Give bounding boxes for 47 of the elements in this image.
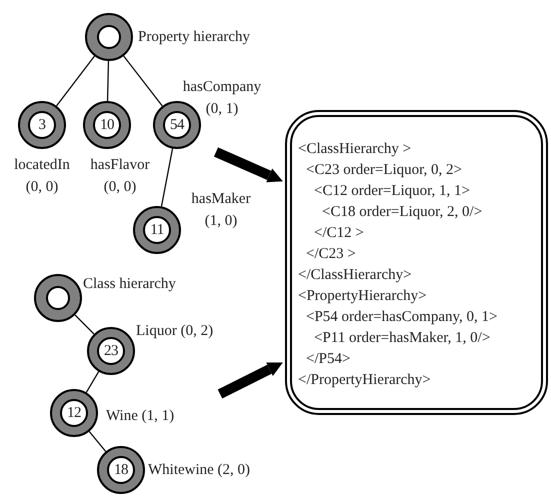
xml-line: </ClassHierarchy> (298, 267, 412, 283)
node-label: hasMaker (1, 0) (190, 190, 252, 231)
numbered-ring-node (97, 446, 145, 494)
tree-line (88, 431, 106, 452)
ring-node (34, 274, 82, 322)
node-label: Liquor (0, 2) (136, 322, 214, 341)
node-label: hasFlavor (0, 0) (89, 156, 151, 197)
tree-line (160, 148, 174, 207)
thick-arrow (214, 147, 283, 182)
node-label: hasCompany (0, 1) (182, 78, 262, 119)
tree-line (56, 56, 95, 106)
node-label: Class hierarchy (83, 275, 176, 294)
node-label: Whitewine (2, 0) (148, 461, 250, 480)
xml-line: <PropertyHierarchy> (298, 288, 427, 304)
xml-line: <P54 order=hasCompany, 0, 1> (306, 309, 498, 325)
tree-line (106, 60, 110, 102)
xml-line: <C18 order=Liquor, 2, 0/> (322, 204, 482, 220)
node-number: 12 (67, 406, 81, 420)
numbered-ring-node (50, 389, 98, 437)
xml-line: </C12 > (314, 225, 364, 241)
node-number: 23 (104, 344, 118, 358)
numbered-ring-node (18, 101, 66, 149)
node-label: Property hierarchy (138, 28, 250, 47)
xml-line: </PropertyHierarchy> (298, 372, 431, 388)
numbered-ring-node (87, 327, 135, 375)
ring-node (85, 13, 133, 61)
tree-line (74, 314, 94, 334)
node-number: 18 (114, 462, 128, 478)
node-label: locatedIn (0, 0) (13, 156, 71, 197)
tree-line (86, 371, 100, 393)
node-number: 3 (38, 118, 46, 132)
node-label: Wine (1, 1) (106, 407, 174, 426)
xml-box (285, 110, 548, 415)
numbered-ring-node (153, 101, 201, 149)
node-number: 11 (150, 222, 164, 238)
xml-line: <P11 order=hasMaker, 1, 0/> (314, 330, 490, 346)
xml-line: </P54> (306, 351, 350, 367)
tree-line (123, 56, 163, 106)
numbered-ring-node (83, 101, 131, 149)
xml-line: <C12 order=Liquor, 1, 1> (314, 183, 470, 199)
node-number: 54 (170, 118, 184, 132)
thick-arrow (218, 362, 283, 398)
numbered-ring-node (133, 206, 181, 254)
xml-line: </C23 > (306, 246, 356, 262)
node-number: 10 (100, 118, 114, 132)
xml-line: <ClassHierarchy > (298, 141, 412, 157)
xml-line: <C23 order=Liquor, 0, 2> (306, 162, 462, 178)
